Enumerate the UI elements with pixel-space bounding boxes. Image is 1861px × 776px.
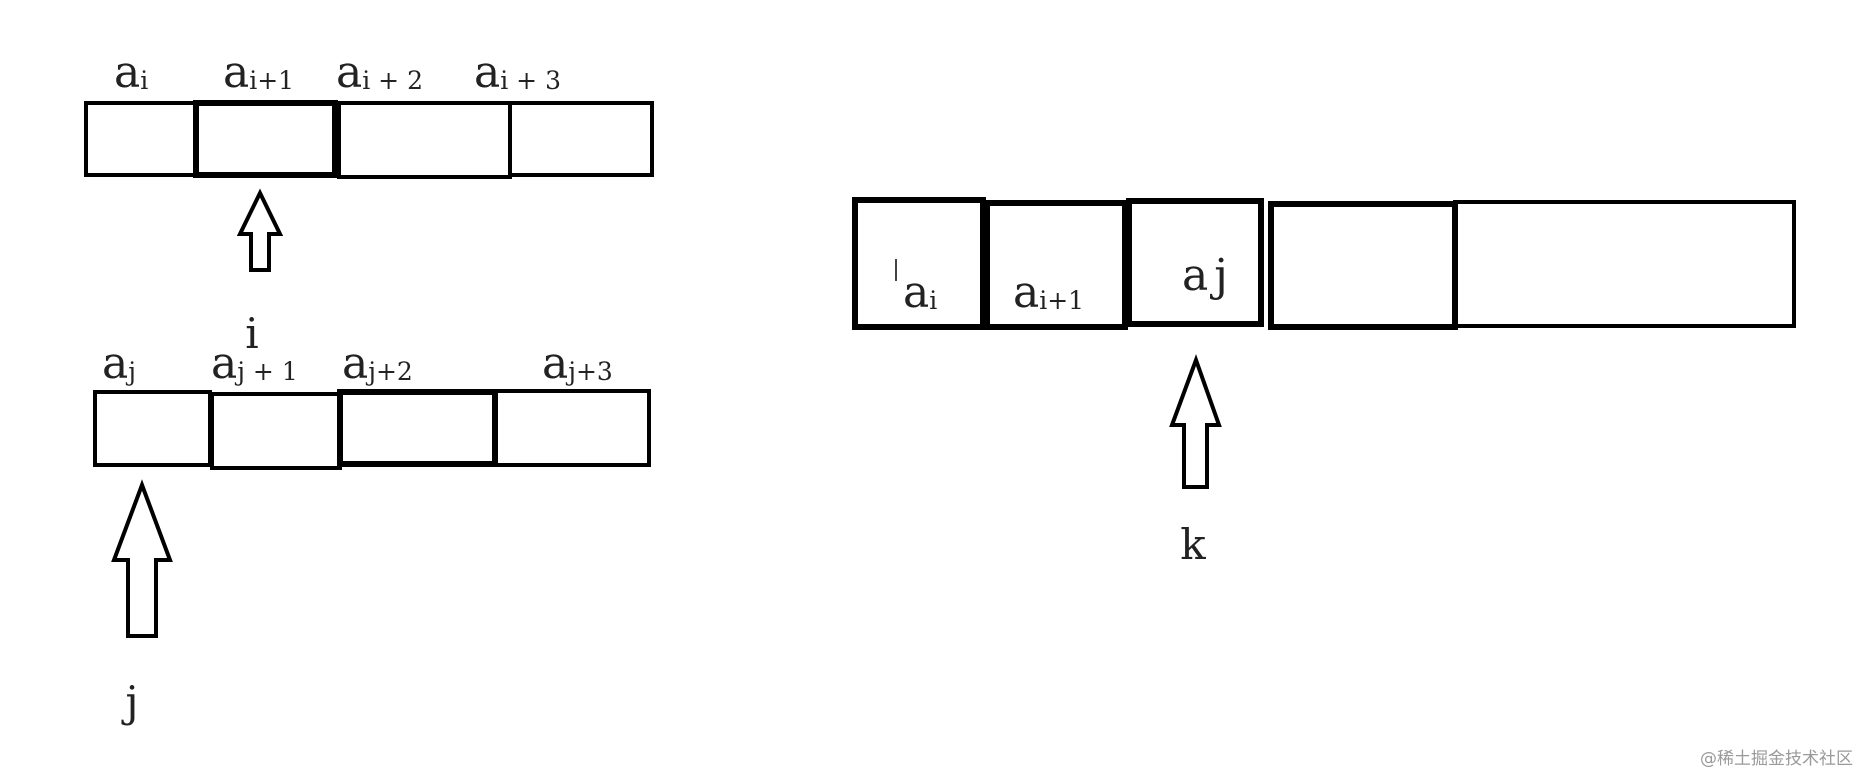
array-k-label-1: ai — [903, 267, 937, 318]
array-j-cell-2 — [210, 392, 342, 470]
array-i-label-3: ai + 2 — [336, 47, 423, 98]
array-i-label-1: ai — [114, 47, 148, 98]
pointer-i-label: i — [245, 309, 258, 358]
array-k-cell-1 — [852, 197, 986, 330]
pointer-i-arrow-icon — [236, 188, 284, 272]
array-j-label-4: aj+3 — [542, 338, 613, 389]
array-k-label-2: ai+1 — [1013, 267, 1084, 318]
array-k-cell-4 — [1268, 201, 1458, 330]
array-i-cell-3 — [337, 101, 512, 179]
array-i-label-4: ai + 3 — [474, 47, 561, 98]
array-k-cell-3 — [1126, 198, 1264, 327]
pointer-j-arrow-icon — [111, 479, 173, 638]
pointer-k-label: k — [1180, 520, 1206, 569]
array-k-cell-5 — [1453, 200, 1796, 328]
array-j-label-2: aj + 1 — [211, 338, 298, 389]
array-j-cell-4 — [494, 389, 651, 467]
array-j: aj aj + 1 aj+2 aj+3 j — [93, 338, 651, 726]
array-i-cell-2 — [193, 100, 338, 178]
pointer-j-label: j — [120, 677, 138, 726]
array-i-cell-4 — [508, 101, 654, 177]
array-j-label-3: aj+2 — [342, 338, 413, 389]
array-j-cell-3 — [337, 389, 498, 467]
array-j-cell-1 — [93, 390, 212, 467]
array-i-cell-1 — [84, 101, 197, 177]
array-i-label-2: ai+1 — [223, 47, 294, 98]
array-j-label-1: aj — [102, 338, 136, 389]
watermark-text: @稀土掘金技术社区 — [1700, 749, 1853, 769]
array-k-cell-2 — [984, 200, 1128, 330]
array-i: ai ai+1 ai + 2 ai + 3 i — [84, 47, 654, 358]
pointer-k-arrow-icon — [1169, 354, 1222, 489]
